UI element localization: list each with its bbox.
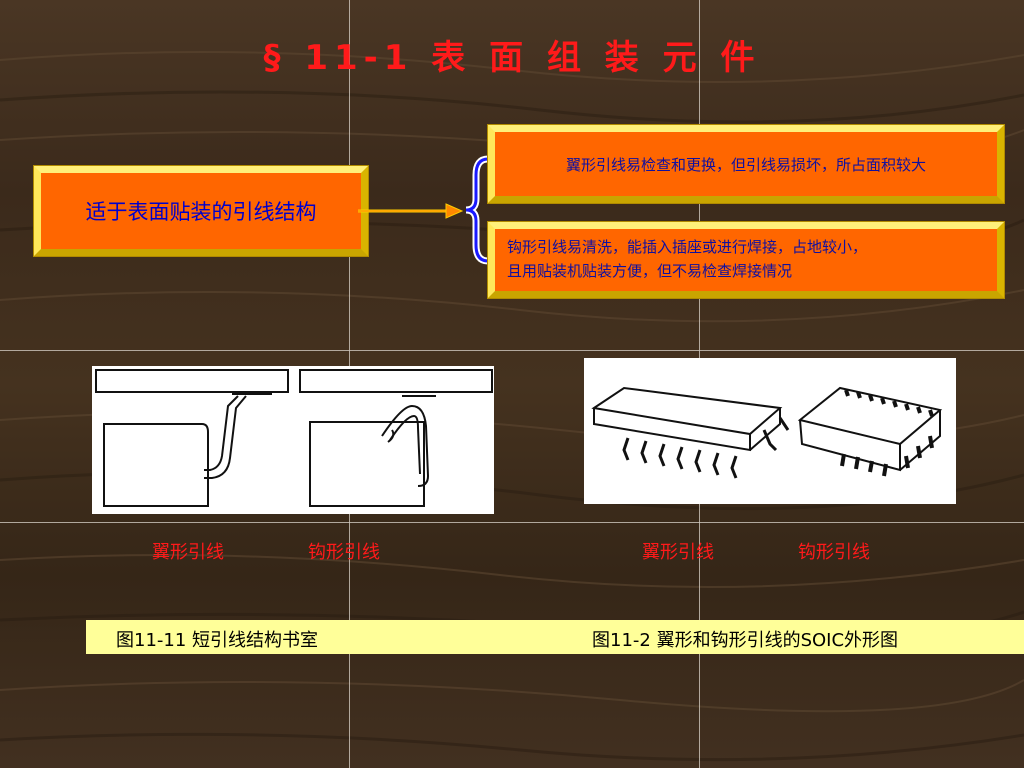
j-lead-description-line2: 且用贴装机贴装方便，但不易检查焊接情况 <box>507 262 793 280</box>
lead-structure-box: 适于表面贴装的引线结构 <box>33 165 369 257</box>
gull-wing-description-box: 翼形引线易检查和更换，但引线易损坏，所占面积较大 <box>487 124 1005 204</box>
grid-line <box>0 522 1024 523</box>
j-lead-description-line1: 钩形引线易清洗，能插入插座或进行焊接，占地较小， <box>507 238 868 256</box>
arrow-right-icon <box>358 203 464 219</box>
caption-bar <box>86 620 1024 654</box>
fig2-j-lead-label: 钩形引线 <box>798 542 870 563</box>
grid-line <box>0 350 1024 351</box>
lead-cross-section-drawing <box>95 369 493 507</box>
fig1-j-lead-label: 钩形引线 <box>308 542 380 563</box>
gull-wing-description: 翼形引线易检查和更换，但引线易损坏，所占面积较大 <box>565 155 926 174</box>
fig1-gull-wing-label: 翼形引线 <box>152 542 224 563</box>
soic-package-drawing <box>591 386 943 479</box>
fig2-gull-wing-label: 翼形引线 <box>642 542 714 563</box>
lead-structure-figure <box>92 366 494 514</box>
slide-title: § 11-1 表 面 组 装 元 件 <box>263 38 761 78</box>
lead-structure-label: 适于表面贴装的引线结构 <box>85 200 317 224</box>
brace-icon <box>465 155 489 265</box>
figure-caption-1: 图11-11 短引线结构书室 <box>116 630 319 651</box>
figure-caption-2: 图11-2 翼形和钩形引线的SOIC外形图 <box>592 630 899 651</box>
soic-package-figure <box>584 358 956 504</box>
j-lead-description-box: 钩形引线易清洗，能插入插座或进行焊接，占地较小， 且用贴装机贴装方便，但不易检查… <box>487 221 1005 299</box>
